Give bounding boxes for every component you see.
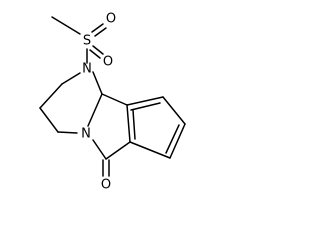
ring-nitrogen-1-label: N [82, 62, 92, 77]
ring-bond-ch2-ch2 [39, 83, 63, 109]
carbonyl-oxygen-label: O [101, 178, 111, 193]
ring-bond-n1-ch2 [61, 72, 81, 85]
sulfur-label: S [83, 34, 91, 49]
ring-bond-c9b-n2 [87, 93, 103, 127]
benzene-bond-5-inner [132, 109, 136, 140]
benzene-bond-3-inner [165, 124, 180, 154]
sulfonyl-o-top-bond-a [91, 23, 104, 33]
ring-bond-ch2-ch2b [39, 107, 59, 133]
benzene-bond-1 [126, 96, 164, 106]
sulfonyl-oxygen-bottom-label: O [103, 55, 113, 70]
structure-canvas: S O O N N O [39, 12, 186, 193]
ring-bond-ch2-n2 [57, 131, 78, 134]
sulfonyl-oxygen-top-label: O [106, 12, 116, 27]
molecule-structure: S O O N N O [39, 12, 186, 193]
ring-bond-n2-carbonyl [92, 139, 107, 160]
ring-nitrogen-2-label: N [81, 127, 91, 142]
benzene-bond-1-inner [130, 102, 161, 111]
benzene-bond-2 [162, 96, 186, 125]
sulfonyl-o-top-bond-b [94, 27, 107, 37]
ring-bond-c9b-c9a [101, 93, 128, 106]
benzene-bond-5 [126, 104, 131, 143]
sulfonyl-o-bottom-bond-a [92, 45, 104, 55]
sulfonyl-o-bottom-bond-b [89, 49, 101, 59]
ring-bond-carbonyl-c4a [105, 141, 131, 160]
ring-bond-n1-c9b [92, 71, 103, 95]
methyl-sulfur-bond [51, 16, 81, 35]
benzene-bond-3 [169, 123, 186, 159]
benzene-bond-4 [129, 141, 171, 159]
